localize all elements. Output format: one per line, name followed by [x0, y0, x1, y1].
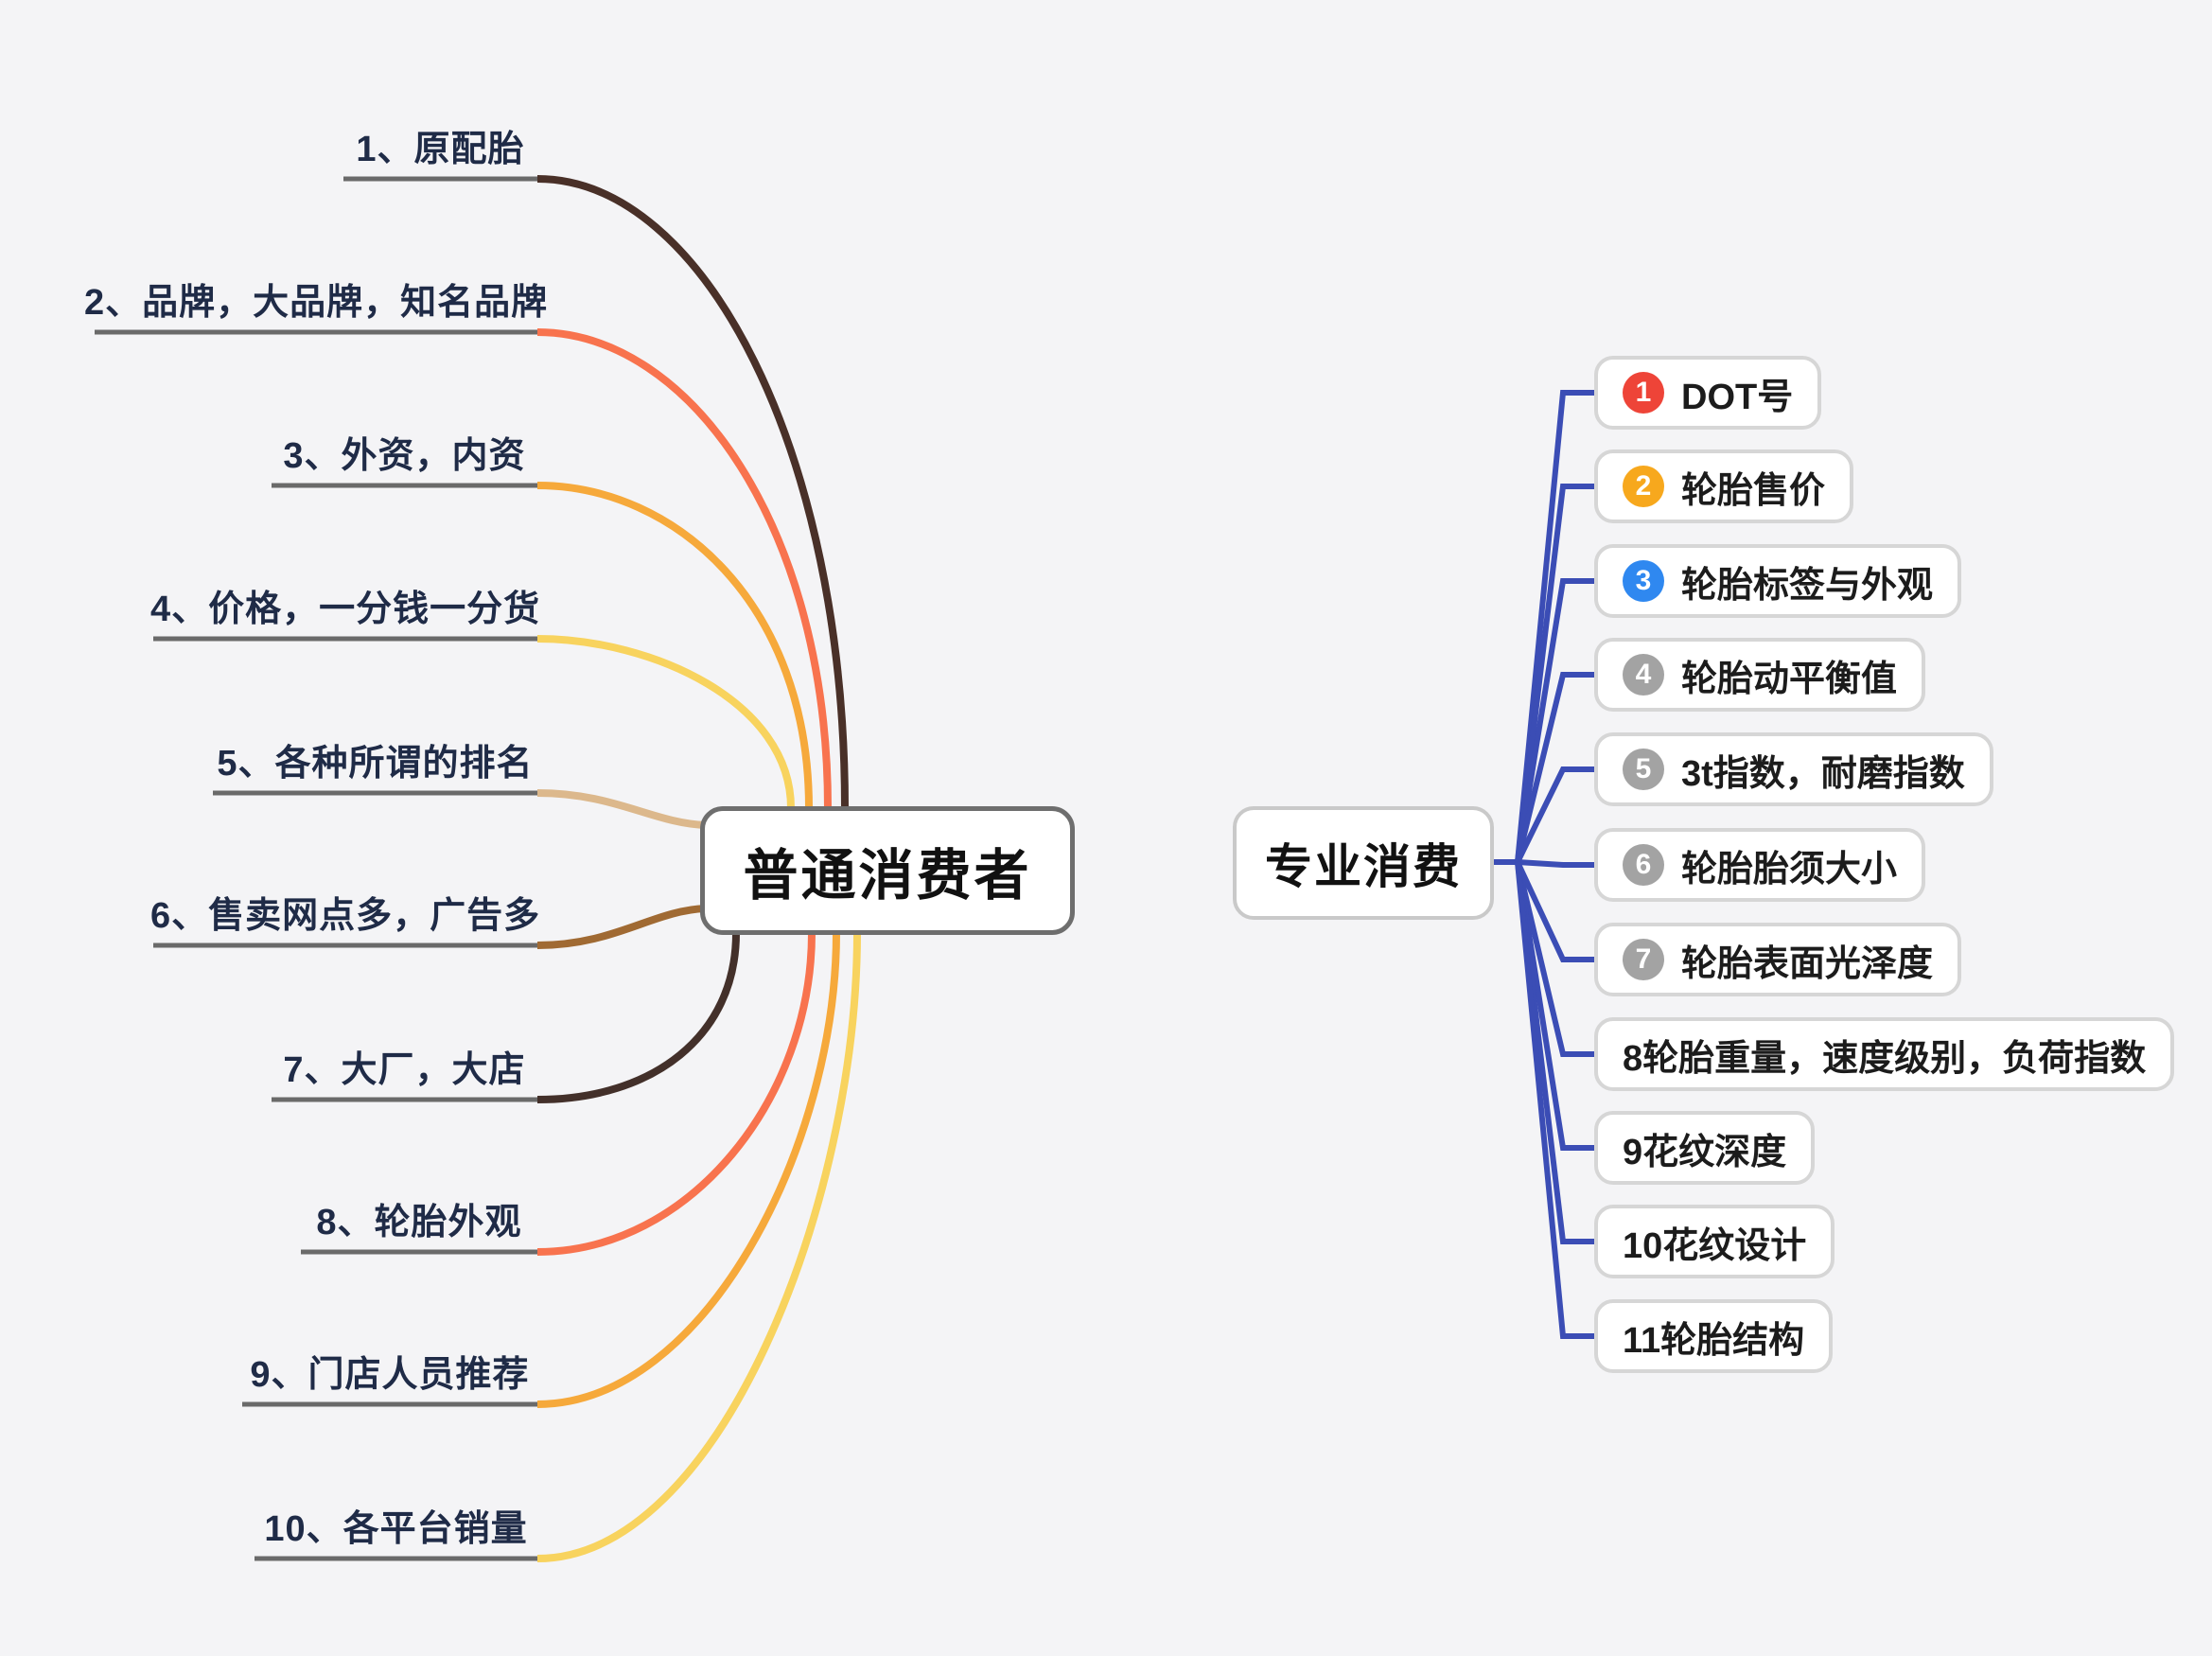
right-branch-label: 11轮胎结构: [1623, 1320, 1805, 1361]
right-branch-label: 9花纹深度: [1623, 1132, 1787, 1172]
connector-line: [1515, 390, 1597, 863]
branch-curve: [536, 635, 795, 809]
left-branch-label-8[interactable]: 8、轮胎外观: [316, 1202, 522, 1242]
connector-line: [1515, 484, 1597, 863]
badge-1-icon: 1: [1623, 372, 1664, 414]
right-branch-label: 轮胎售价: [1681, 470, 1826, 511]
right-branch-box-8[interactable]: 8轮胎重量，速度级别，负荷指数: [1594, 1017, 2175, 1091]
branch-curve: [536, 789, 707, 829]
connector-line: [1515, 861, 1597, 1339]
left-branch-label-3[interactable]: 3、外资，内资: [283, 435, 526, 476]
right-branch-label: 轮胎标签与外观: [1681, 565, 1934, 606]
left-branch-label-7[interactable]: 7、大厂，大店: [283, 1049, 526, 1090]
connector-line: [1515, 861, 1597, 1244]
right-branch-box-5[interactable]: 5 3t指数，耐磨指数: [1594, 732, 1993, 806]
branch-curve: [536, 482, 813, 809]
connector-line: [1517, 859, 1597, 868]
right-branch-box-2[interactable]: 2 轮胎售价: [1594, 449, 1854, 523]
right-branch-box-10[interactable]: 10花纹设计: [1594, 1205, 1835, 1278]
branch-curve: [536, 932, 816, 1256]
right-branch-box-11[interactable]: 11轮胎结构: [1594, 1299, 1834, 1373]
connector-line: [1515, 861, 1597, 1151]
connector-line: [1515, 860, 1597, 962]
right-branch-label: 轮胎表面光泽度: [1681, 943, 1934, 984]
badge-4-icon: 4: [1623, 654, 1664, 696]
right-center-label: 专业消费: [1265, 840, 1462, 893]
right-branch-box-7[interactable]: 7 轮胎表面光泽度: [1594, 923, 1962, 996]
left-center-node[interactable]: 普通消费者: [700, 806, 1075, 935]
right-branch-label: 3t指数，耐磨指数: [1681, 753, 1965, 794]
right-branch-label: 轮胎胎须大小: [1681, 849, 1898, 890]
branch-curve: [536, 905, 707, 949]
branch-curve: [536, 932, 861, 1562]
branch-curve: [536, 932, 740, 1103]
right-branch-box-4[interactable]: 4 轮胎动平衡值: [1594, 638, 1926, 712]
branch-curve: [536, 328, 832, 809]
right-branch-box-1[interactable]: 1 DOT号: [1594, 356, 1822, 430]
left-branch-label-6[interactable]: 6、售卖网点多，广告多: [149, 895, 541, 936]
badge-5-icon: 5: [1623, 749, 1664, 790]
badge-3-icon: 3: [1623, 560, 1664, 602]
badge-6-icon: 6: [1623, 844, 1664, 886]
branch-curve: [536, 932, 840, 1408]
right-branch-box-6[interactable]: 6 轮胎胎须大小: [1594, 828, 1926, 902]
branch-curve: [536, 175, 849, 809]
connector-line: [1515, 672, 1597, 863]
right-center-node[interactable]: 专业消费: [1233, 806, 1494, 920]
left-branch-label-5[interactable]: 5、各种所谓的排名: [217, 743, 534, 784]
left-branch-label-2[interactable]: 2、品牌，大品牌，知名品牌: [83, 282, 549, 323]
left-center-label: 普通消费者: [743, 845, 1032, 907]
left-branch-label-10[interactable]: 10、各平台销量: [264, 1508, 528, 1549]
right-branch-label: 10花纹设计: [1623, 1225, 1807, 1266]
right-branch-box-9[interactable]: 9花纹深度: [1594, 1111, 1816, 1185]
right-branch-label: 轮胎动平衡值: [1681, 659, 1898, 699]
left-branch-label-4[interactable]: 4、价格，一分钱一分货: [149, 589, 541, 629]
right-branch-label: 8轮胎重量，速度级别，负荷指数: [1623, 1038, 2147, 1079]
connector-line: [1515, 578, 1597, 863]
right-branch-box-3[interactable]: 3 轮胎标签与外观: [1594, 544, 1962, 618]
connector-line: [1515, 766, 1597, 864]
left-branch-label-1[interactable]: 1、原配胎: [356, 129, 525, 169]
connector-line: [1515, 861, 1597, 1057]
left-branch-label-9[interactable]: 9、门店人员推荐: [250, 1354, 530, 1395]
right-branch-label: DOT号: [1681, 377, 1794, 417]
badge-2-icon: 2: [1623, 466, 1664, 507]
badge-7-icon: 7: [1623, 939, 1664, 980]
